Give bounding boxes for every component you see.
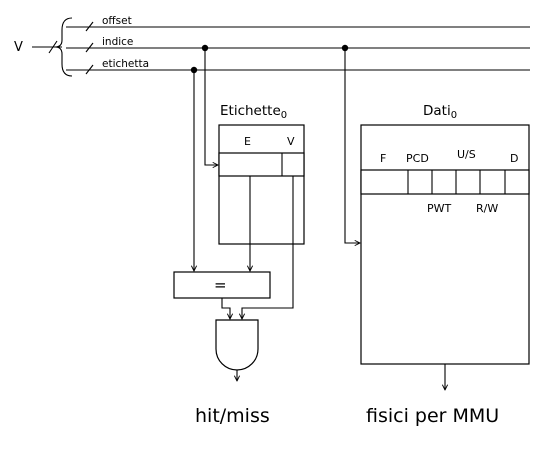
field-d: D xyxy=(510,152,518,165)
bus-label-etichetta: etichetta xyxy=(102,58,149,70)
bus-etichetta: etichetta xyxy=(66,58,530,75)
bus-indice: indice xyxy=(66,36,530,53)
data-memory-field-dividers xyxy=(407,170,506,194)
wire-comparator-to-and xyxy=(221,298,230,319)
field-rw: R/W xyxy=(476,202,498,215)
tag-column-e: E xyxy=(244,135,251,148)
data-memory-row xyxy=(360,169,530,195)
input-bus-slash xyxy=(48,40,58,54)
bus-offset: offset xyxy=(66,15,530,32)
wire-valid-to-and xyxy=(242,176,294,319)
bus-label-indice: indice xyxy=(102,36,133,48)
field-f: F xyxy=(380,152,386,165)
field-pwt: PWT xyxy=(427,202,452,215)
comparator-box xyxy=(173,271,271,299)
hit-miss-label: hit/miss xyxy=(195,405,270,427)
field-us: U/S xyxy=(457,148,476,161)
field-pcd: PCD xyxy=(406,152,429,165)
tag-memory-box xyxy=(218,124,305,245)
data-memory-title: Dati0 xyxy=(423,103,457,121)
data-memory-box xyxy=(360,124,530,365)
comparator-symbol: = xyxy=(214,276,227,294)
tag-column-v: V xyxy=(287,135,295,148)
tag-memory-row xyxy=(218,152,305,177)
and-gate xyxy=(215,319,259,371)
input-label: V xyxy=(14,40,23,55)
tag-memory-title: Etichette0 xyxy=(220,103,287,121)
input-brace xyxy=(54,17,73,77)
bus-label-offset: offset xyxy=(102,15,132,27)
wire-indice-to-data xyxy=(344,48,360,243)
wire-indice-to-tag xyxy=(204,48,218,165)
physical-output-label: fisici per MMU xyxy=(366,405,499,427)
